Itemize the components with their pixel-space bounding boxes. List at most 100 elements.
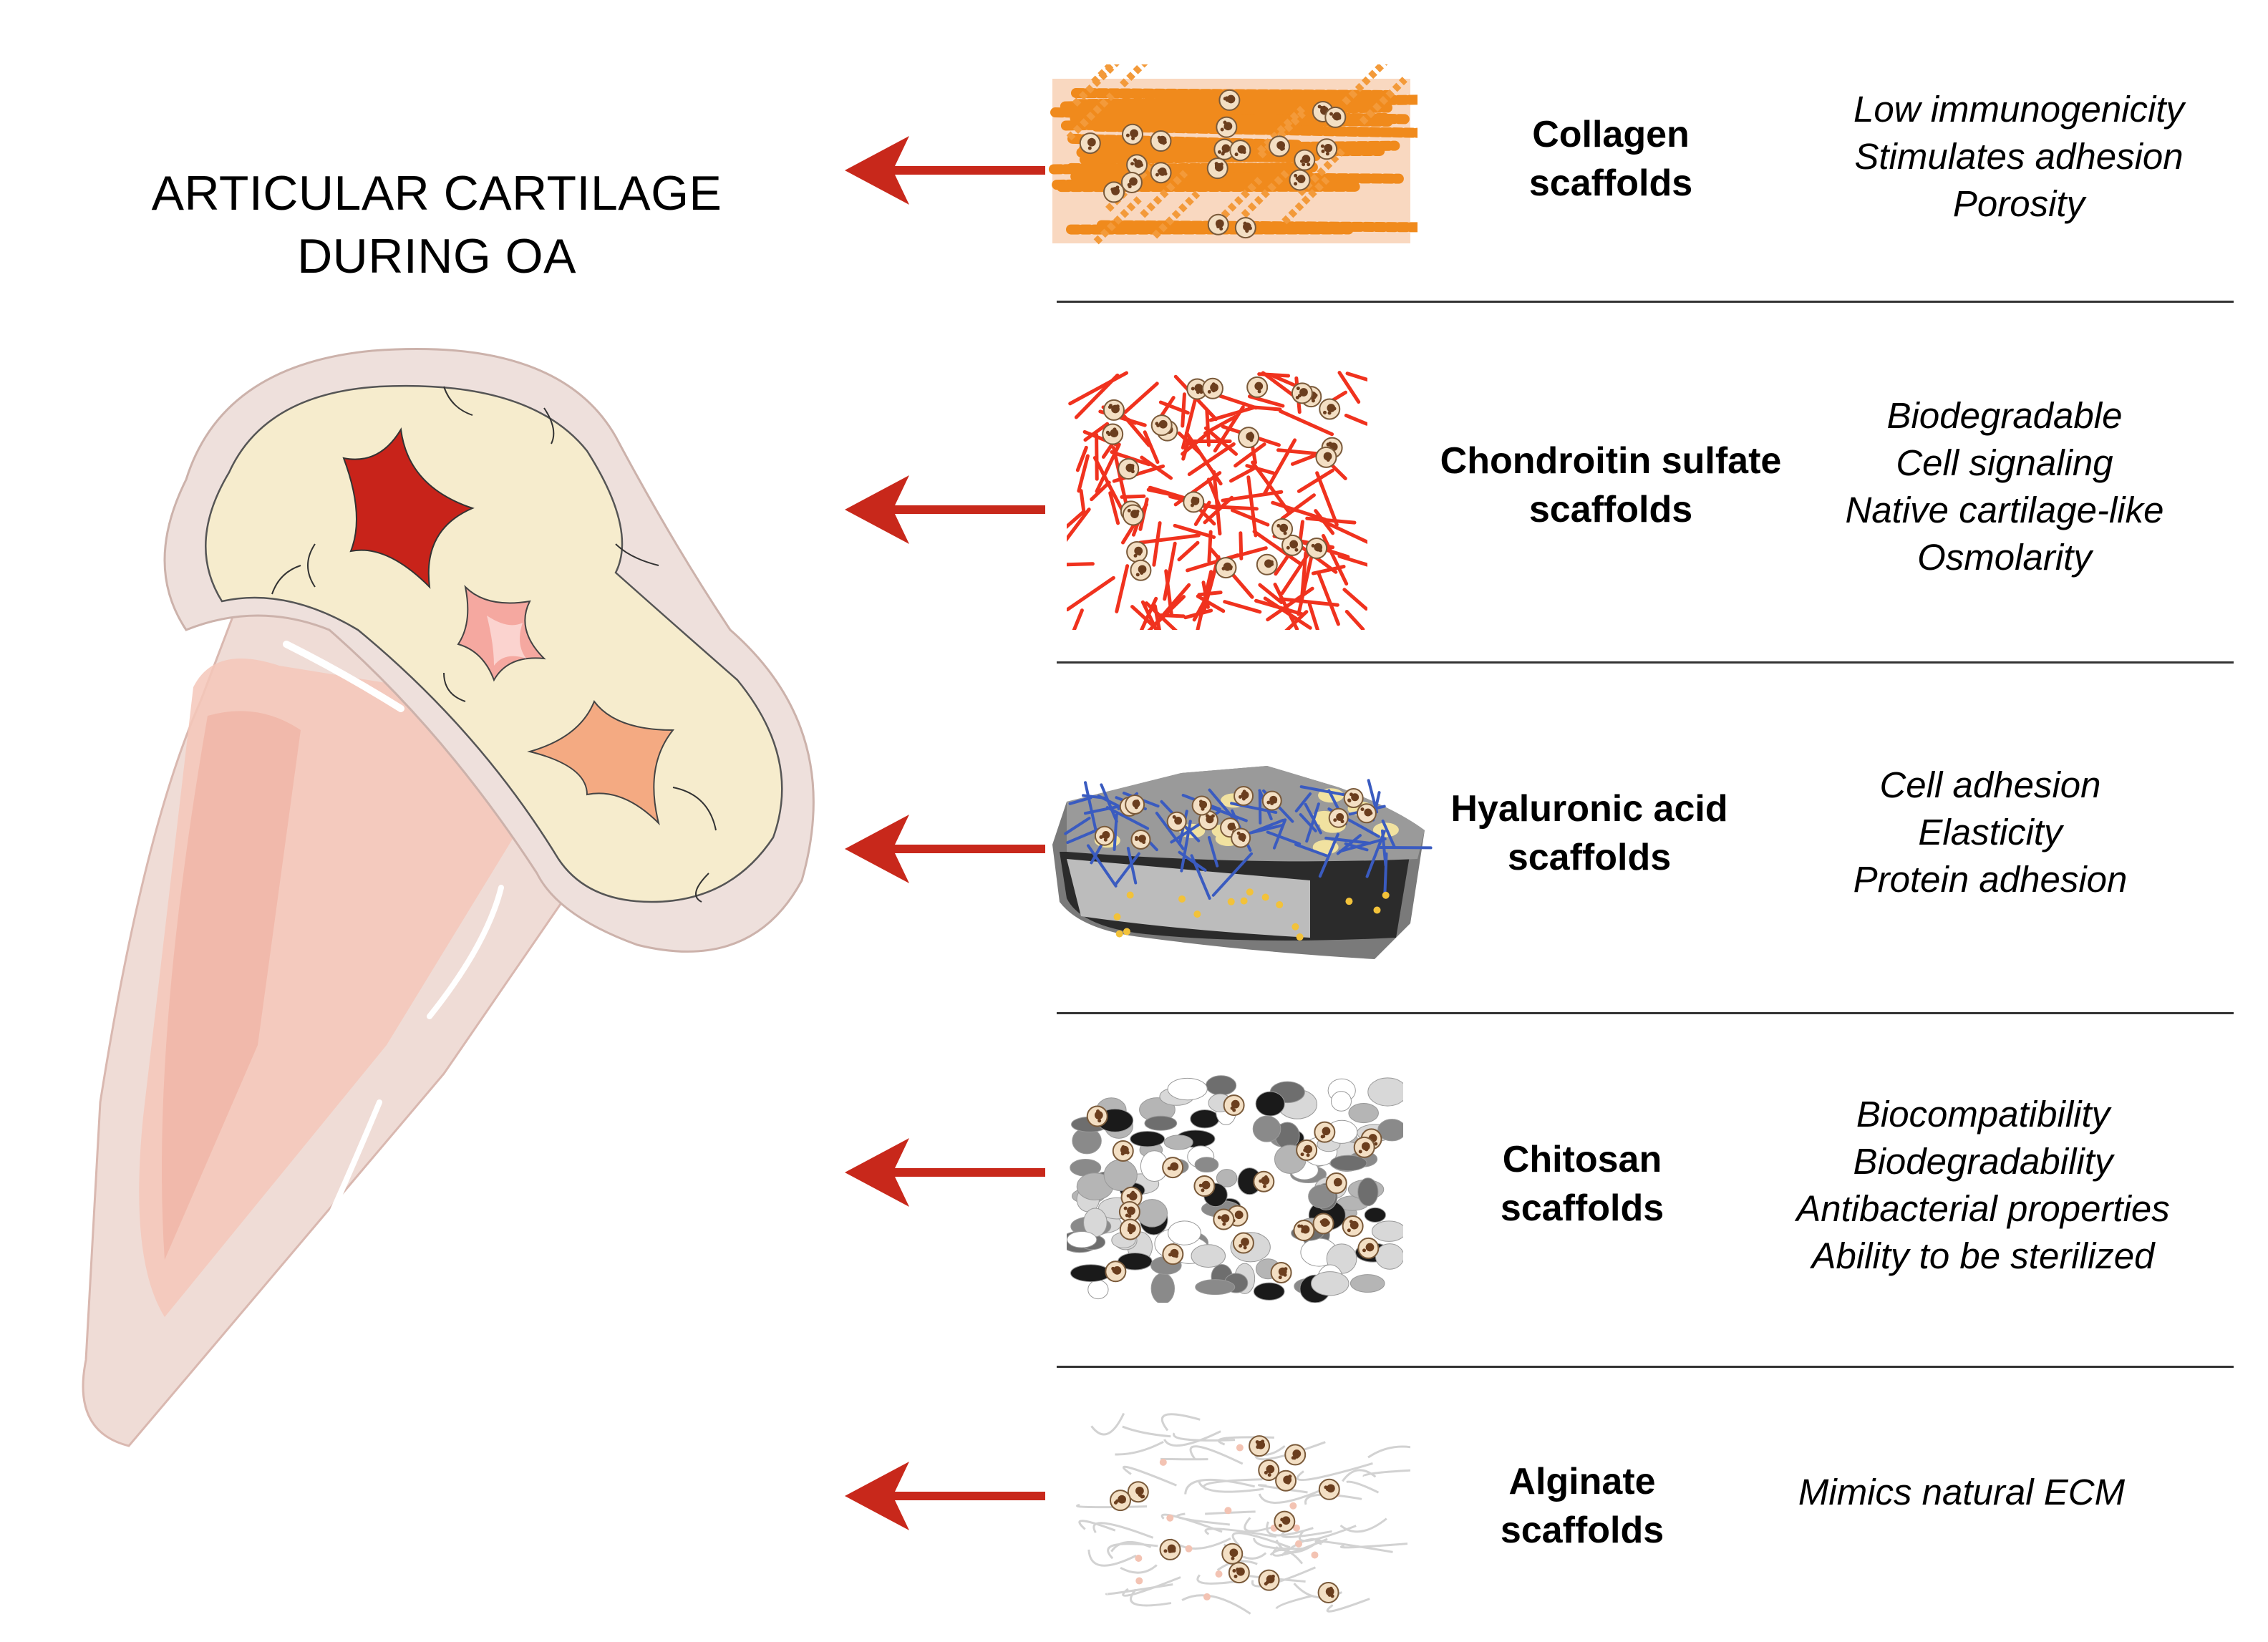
- alginate-fiber: [1173, 1432, 1236, 1442]
- diagram-title: ARTICULAR CARTILAGE DURING OA: [79, 162, 795, 288]
- alginate-fiber: [1299, 1525, 1357, 1543]
- cell-nucleus: [1297, 175, 1306, 183]
- hyaluronic-granule: [1193, 910, 1201, 918]
- alginate-fiber: [1203, 1478, 1263, 1491]
- cell-granule: [1127, 508, 1131, 512]
- cell-granule: [1138, 548, 1142, 552]
- hyaluronic-fiber: [1086, 844, 1118, 888]
- cell-granule: [1264, 1582, 1268, 1586]
- property-item: Low immunogenicity: [1853, 89, 2185, 130]
- chondroitin-fiber: [1090, 480, 1111, 502]
- chondroitin-fiber: [1247, 394, 1285, 408]
- hyaluronic-granule: [1296, 933, 1304, 941]
- cell-granule: [1096, 1109, 1100, 1113]
- property-item: Osmolarity: [1917, 537, 2092, 578]
- cell-granule: [1300, 1152, 1304, 1157]
- hyaluronic-fiber: [1115, 852, 1140, 885]
- cell-granule: [1230, 1106, 1234, 1110]
- chitosan-granule: [1103, 1159, 1138, 1191]
- chondroitin-fiber: [1203, 426, 1239, 456]
- cell-granule: [1319, 1220, 1324, 1224]
- property-item: Biodegradability: [1853, 1141, 2113, 1182]
- chondroitin-fiber: [1319, 518, 1367, 545]
- chondroitin-fiber: [1337, 554, 1367, 567]
- chitosan-granule: [1087, 1280, 1109, 1300]
- property-item: Porosity: [1952, 183, 2085, 224]
- chitosan-granule: [1216, 1169, 1238, 1187]
- property-item: Native cartilage-like: [1845, 490, 2164, 530]
- cell-granule: [1173, 1253, 1177, 1258]
- cell-nucleus: [1241, 791, 1249, 800]
- cell-granule: [1139, 162, 1143, 167]
- cell-granule: [1232, 1102, 1236, 1107]
- hyaluronic-fiber: [1383, 852, 1388, 898]
- chondroitin-fiber: [1067, 575, 1115, 612]
- cell-granule: [1205, 814, 1209, 818]
- chitosan-granule: [1195, 1279, 1236, 1296]
- cell-granule: [1228, 566, 1233, 570]
- property-item: Protein adhesion: [1853, 859, 2128, 900]
- scaffold-name: Chitosan scaffolds: [1439, 1135, 1725, 1233]
- alginate-fiber: [1120, 1564, 1158, 1574]
- chitosan-granule: [1330, 1091, 1352, 1112]
- collagen-fiber: [1067, 133, 1304, 150]
- hyaluronic-fiber: [1299, 813, 1317, 832]
- cell-granule: [1349, 1220, 1353, 1224]
- hyaluronic-fiber: [1105, 806, 1150, 830]
- chondroitin-fiber: [1140, 600, 1158, 630]
- cell-granule: [1264, 1175, 1268, 1180]
- cell-granule: [1328, 442, 1332, 446]
- cell-granule: [1325, 152, 1329, 156]
- chondroitin-fiber: [1254, 598, 1305, 616]
- hyaluronic-granule: [1123, 928, 1130, 936]
- cell-granule: [1168, 1253, 1172, 1257]
- cell-granule: [1278, 1276, 1282, 1280]
- hyaluronic-granule: [1178, 895, 1186, 903]
- collagen-fiber: [1140, 170, 1188, 218]
- cell-granule: [1221, 566, 1226, 570]
- cell-granule: [1245, 229, 1249, 233]
- cell-granule: [1155, 173, 1159, 177]
- chondroitin-fiber: [1252, 530, 1302, 565]
- alginate-fiber: [1258, 1484, 1308, 1494]
- chondroitin-fiber: [1228, 546, 1268, 560]
- cell-granule: [1248, 226, 1252, 230]
- cell-granule: [1172, 1549, 1176, 1553]
- cell-granule: [1337, 116, 1342, 120]
- alginate-fiber: [1122, 1576, 1181, 1597]
- cell-granule: [1296, 387, 1300, 391]
- hyaluronic-fiber: [1208, 788, 1237, 822]
- chitosan-granule: [1130, 1130, 1166, 1147]
- cell-granule: [1351, 1225, 1355, 1230]
- chondroitin-fiber: [1067, 510, 1085, 530]
- cell-granule: [1090, 137, 1094, 142]
- chitosan-granule: [1371, 1220, 1403, 1242]
- hyaluronic-fiber: [1324, 836, 1372, 845]
- lesion-orange: [527, 699, 675, 826]
- alginate-fiber: [1339, 1543, 1408, 1549]
- collagen-fiber: [1214, 177, 1263, 225]
- row-divider: [1057, 1366, 2234, 1368]
- cell-granule: [1219, 162, 1223, 167]
- chitosan-granule: [1191, 1244, 1226, 1268]
- alginate-granule: [1135, 1555, 1143, 1563]
- hyaluronic-fiber: [1068, 796, 1092, 805]
- chondroitin-fiber: [1177, 540, 1200, 562]
- cell-granule: [1270, 562, 1274, 566]
- chondroitin-red-fiber-network-icon: [1067, 371, 1367, 630]
- alginate-fiber: [1110, 1540, 1152, 1553]
- cell-granule: [1367, 810, 1372, 815]
- cell-granule: [1163, 172, 1168, 176]
- cell-granule: [1281, 146, 1285, 150]
- chondroitin-fiber: [1234, 442, 1266, 468]
- cell-granule: [1130, 179, 1135, 183]
- joint-illustration: [82, 348, 815, 1447]
- alginate-fiber: [1115, 1441, 1164, 1456]
- cell-granule: [1323, 410, 1327, 414]
- cell-granule: [1307, 162, 1311, 167]
- cell-granule: [1133, 158, 1137, 162]
- alginate-granule: [1159, 1458, 1167, 1466]
- cell-granule: [1135, 510, 1140, 514]
- alginate-fiber: [1160, 1413, 1201, 1432]
- hyaluronic-granule: [1382, 891, 1390, 899]
